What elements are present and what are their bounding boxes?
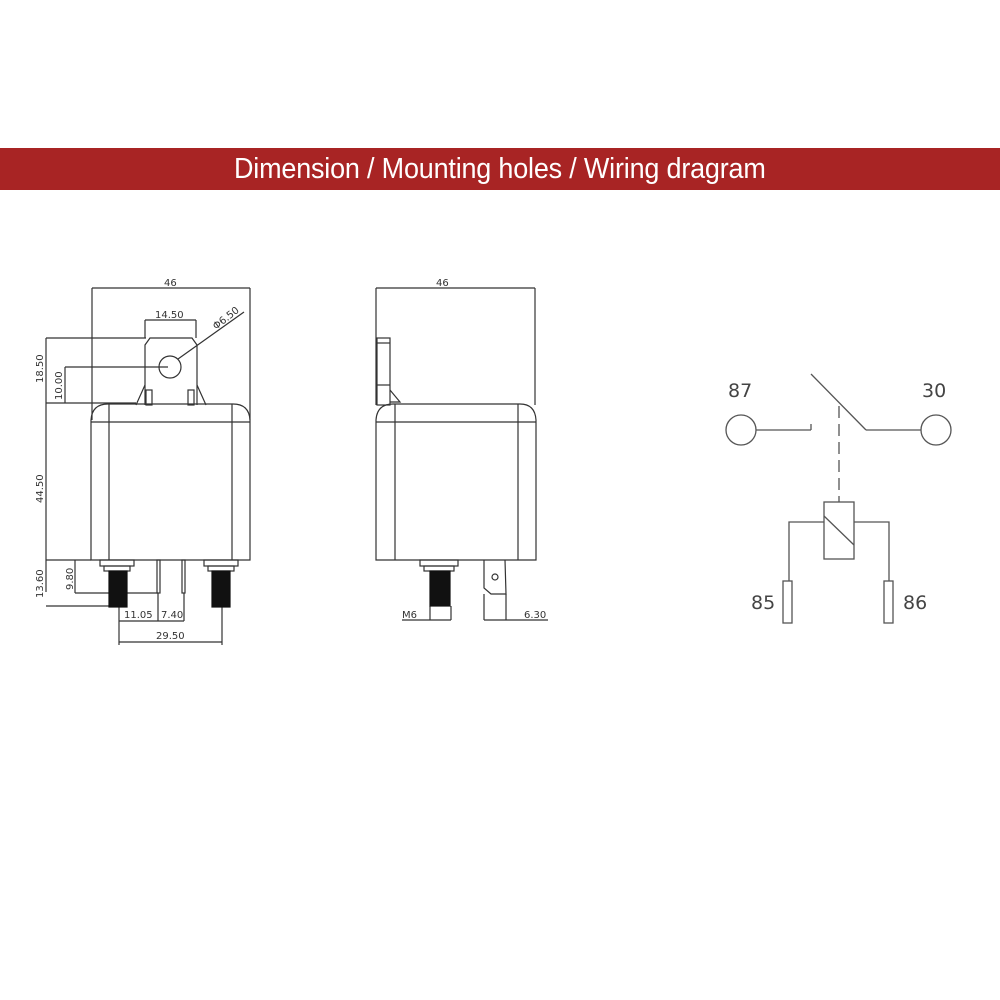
terminal-height-label: 13.60 xyxy=(35,569,46,598)
hole-height-label: 10.00 xyxy=(54,371,65,400)
hole-diameter-label: Φ6.50 xyxy=(211,305,242,332)
pin-height-label: 9.80 xyxy=(65,568,76,590)
wiring-diagram xyxy=(725,373,952,624)
side-width-label: 46 xyxy=(436,278,449,289)
bracket-height-label: 18.50 xyxy=(35,354,46,383)
bracket-width-label: 14.50 xyxy=(155,310,184,321)
body-height-label: 44.50 xyxy=(35,474,46,503)
side-view xyxy=(375,287,548,621)
terminal-87-label: 87 xyxy=(728,380,752,402)
terminal-85-label: 85 xyxy=(751,592,775,614)
stud-spacing-label: 29.50 xyxy=(156,631,185,642)
page-title: Dimension / Mounting holes / Wiring drag… xyxy=(234,152,766,185)
tab-width-label: 6.30 xyxy=(524,610,546,621)
pin-spacing-label: 7.40 xyxy=(161,610,183,621)
terminal-30-label: 30 xyxy=(922,380,946,402)
terminal-86-label: 86 xyxy=(903,592,927,614)
header-banner: Dimension / Mounting holes / Wiring drag… xyxy=(0,148,1000,190)
stud-thread-label: M6 xyxy=(402,610,417,621)
front-view xyxy=(45,287,251,645)
stud-to-pin-label: 11.05 xyxy=(124,610,153,621)
front-width-label: 46 xyxy=(164,278,177,289)
